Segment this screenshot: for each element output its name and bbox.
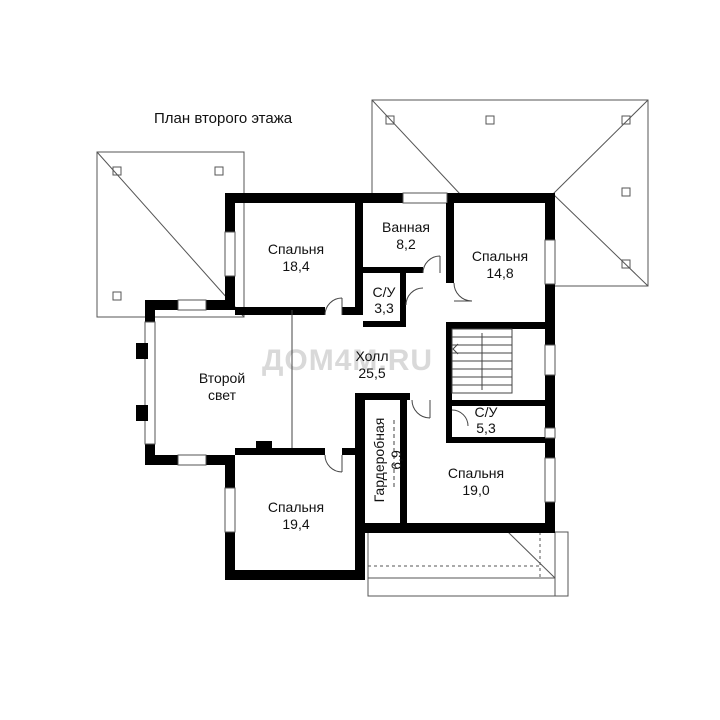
balcony: [367, 531, 569, 597]
room-area-wc-small: 3,3: [374, 300, 394, 316]
room-area-bedroom-bottom-right: 19,0: [462, 482, 489, 498]
exterior-walls: [136, 192, 556, 580]
room-name-bedroom-bottom-left: Спальня: [268, 499, 324, 515]
room-name-wardrobe: Гардеробная: [371, 418, 387, 503]
room-area-bedroom-top-left: 18,4: [282, 258, 309, 274]
room-name2-second-light: свет: [208, 387, 237, 403]
interior-walls: [235, 203, 545, 523]
roof-right: [371, 99, 649, 287]
watermark: ДОМ4М.RU: [262, 344, 433, 377]
room-name-bathroom: Ванная: [382, 219, 430, 235]
room-name-second-light: Второй: [199, 370, 245, 386]
door-swings: [324, 255, 473, 473]
room-area-hall: 25,5: [358, 365, 385, 381]
room-name-wc-small: С/У: [373, 284, 396, 300]
room-name-bedroom-top-left: Спальня: [268, 241, 324, 257]
staircase: [451, 328, 513, 394]
room-area-wc-right: 5,3: [476, 420, 496, 436]
room-area-bedroom-bottom-left: 19,4: [282, 516, 309, 532]
room-name-bedroom-top-right: Спальня: [472, 248, 528, 264]
plan-title: План второго этажа: [154, 110, 293, 127]
room-area-bathroom: 8,2: [396, 236, 416, 252]
room-name-bedroom-bottom-right: Спальня: [448, 465, 504, 481]
room-area-wardrobe: 6,9: [388, 450, 404, 470]
room-name-hall: Холл: [356, 348, 389, 364]
roof-left: [96, 151, 245, 318]
room-name-wc-right: С/У: [475, 404, 498, 420]
room-area-bedroom-top-right: 14,8: [486, 265, 513, 281]
